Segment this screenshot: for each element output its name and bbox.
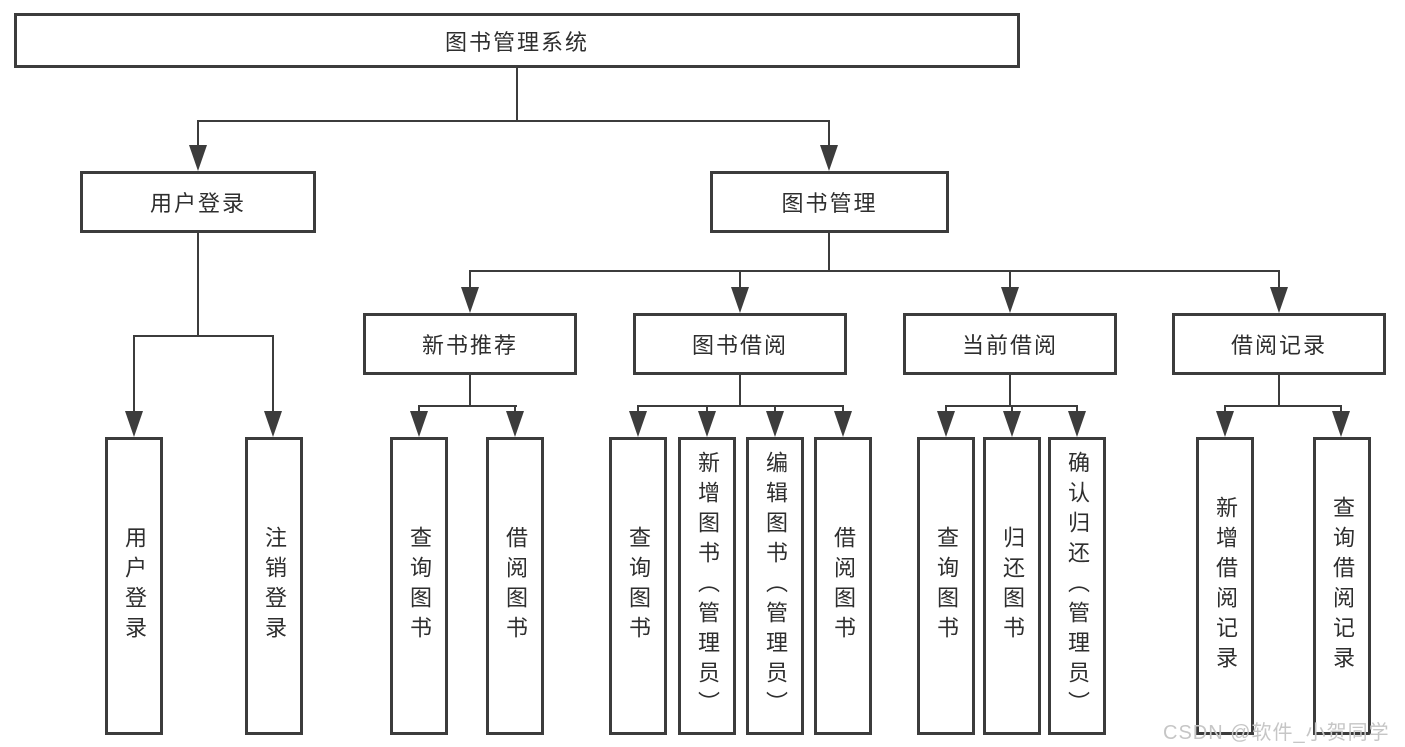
- connector-current-borrow-stem: [1009, 375, 1011, 407]
- connector-borrow-records-rail: [1224, 405, 1342, 407]
- node-book-borrow-label: 图书借阅: [691, 333, 788, 358]
- connector-to-leaf-query-rec-stem: [418, 405, 420, 415]
- connector-to-book-borrow-stem: [739, 270, 741, 291]
- connector-root-to-book-mgmt-stem: [828, 120, 830, 149]
- node-book-mgmt-label: 图书管理: [781, 191, 878, 216]
- arrow-book-mgmt: [820, 145, 838, 171]
- node-borrow-records-label: 借阅记录: [1230, 333, 1327, 358]
- arrow-leaf-borrow-book: [834, 411, 852, 437]
- leaf-add-borrow-record: 新增借阅记录: [1196, 437, 1254, 735]
- connector-to-leaf-query-record-stem: [1340, 405, 1342, 415]
- node-new-book-rec: 新书推荐: [363, 313, 577, 375]
- connector-to-leaf-query-current-stem: [945, 405, 947, 415]
- leaf-add-book-admin: 新增图书（管理员）: [678, 437, 736, 735]
- connector-to-leaf-edit-book-stem: [774, 405, 776, 415]
- leaf-confirm-return-admin: 确认归还（管理员）: [1048, 437, 1106, 735]
- connector-to-new-book-rec-stem: [469, 270, 471, 291]
- arrow-leaf-return-book: [1003, 411, 1021, 437]
- arrow-leaf-add-record: [1216, 411, 1234, 437]
- leaf-user-login: 用户登录: [105, 437, 163, 735]
- node-current-borrow-label: 当前借阅: [961, 333, 1058, 358]
- leaf-add-book-admin-label: 新增图书（管理员）: [695, 451, 720, 721]
- arrow-leaf-query-record: [1332, 411, 1350, 437]
- leaf-return-book-label: 归还图书: [1000, 526, 1025, 646]
- connector-root-rail: [197, 120, 830, 122]
- leaf-edit-book-admin-label: 编辑图书（管理员）: [763, 451, 788, 721]
- connector-user-login-stem: [197, 233, 199, 337]
- leaf-user-login-label: 用户登录: [122, 526, 147, 646]
- connector-user-login-rail: [133, 335, 274, 337]
- arrow-leaf-user-login: [125, 411, 143, 437]
- node-current-borrow: 当前借阅: [903, 313, 1117, 375]
- connector-root-stem: [516, 68, 518, 121]
- arrow-leaf-query-current: [937, 411, 955, 437]
- leaf-query-book-borrow-label: 查询图书: [626, 526, 651, 646]
- arrow-leaf-query-rec: [410, 411, 428, 437]
- leaf-query-book-current-label: 查询图书: [934, 526, 959, 646]
- connector-to-leaf-borrow-rec-stem: [514, 405, 516, 415]
- connector-book-borrow-stem: [739, 375, 741, 407]
- arrow-leaf-add-book: [698, 411, 716, 437]
- leaf-query-book-borrow: 查询图书: [609, 437, 667, 735]
- connector-book-mgmt-rail: [469, 270, 1280, 272]
- node-new-book-rec-label: 新书推荐: [421, 333, 518, 358]
- leaf-logout: 注销登录: [245, 437, 303, 735]
- leaf-confirm-return-admin-label: 确认归还（管理员）: [1065, 451, 1090, 721]
- leaf-borrow-book-borrow: 借阅图书: [814, 437, 872, 735]
- connector-to-leaf-borrow-book-stem: [842, 405, 844, 415]
- connector-to-leaf-user-login-stem: [133, 335, 135, 415]
- leaf-query-book-rec: 查询图书: [390, 437, 448, 735]
- leaf-query-borrow-record: 查询借阅记录: [1313, 437, 1371, 735]
- node-borrow-records: 借阅记录: [1172, 313, 1386, 375]
- node-root: 图书管理系统: [14, 13, 1020, 68]
- node-book-mgmt: 图书管理: [710, 171, 949, 233]
- connector-to-leaf-return-book-stem: [1011, 405, 1013, 415]
- leaf-edit-book-admin: 编辑图书（管理员）: [746, 437, 804, 735]
- leaf-query-book-rec-label: 查询图书: [407, 526, 432, 646]
- leaf-logout-label: 注销登录: [262, 526, 287, 646]
- arrow-leaf-logout: [264, 411, 282, 437]
- connector-to-leaf-logout-stem: [272, 335, 274, 415]
- leaf-return-book: 归还图书: [983, 437, 1041, 735]
- arrow-current-borrow: [1001, 287, 1019, 313]
- connector-new-book-rec-rail: [418, 405, 517, 407]
- arrow-borrow-records: [1270, 287, 1288, 313]
- connector-new-book-rec-stem: [469, 375, 471, 407]
- connector-to-current-borrow-stem: [1009, 270, 1011, 291]
- connector-to-leaf-add-book-stem: [706, 405, 708, 415]
- arrow-leaf-borrow-rec: [506, 411, 524, 437]
- connector-root-to-user-login-stem: [197, 120, 199, 149]
- arrow-leaf-edit-book: [766, 411, 784, 437]
- arrow-leaf-confirm-return: [1068, 411, 1086, 437]
- node-user-login-label: 用户登录: [149, 191, 246, 216]
- arrow-book-borrow: [731, 287, 749, 313]
- node-user-login: 用户登录: [80, 171, 316, 233]
- connector-to-leaf-confirm-return-stem: [1076, 405, 1078, 415]
- arrow-leaf-query-borrow: [629, 411, 647, 437]
- csdn-watermark: CSDN @软件_小贺同学: [1163, 722, 1390, 744]
- node-root-label: 图书管理系统: [444, 29, 589, 55]
- leaf-query-book-current: 查询图书: [917, 437, 975, 735]
- arrow-user-login: [189, 145, 207, 171]
- connector-borrow-records-stem: [1278, 375, 1280, 407]
- leaf-add-borrow-record-label: 新增借阅记录: [1213, 496, 1238, 676]
- arrow-new-book-rec: [461, 287, 479, 313]
- connector-book-mgmt-stem: [828, 233, 830, 272]
- leaf-borrow-book-rec-label: 借阅图书: [503, 526, 528, 646]
- connector-to-borrow-records-stem: [1278, 270, 1280, 291]
- connector-to-leaf-query-borrow-stem: [637, 405, 639, 415]
- leaf-query-borrow-record-label: 查询借阅记录: [1330, 496, 1355, 676]
- leaf-borrow-book-rec: 借阅图书: [486, 437, 544, 735]
- connector-to-leaf-add-record-stem: [1224, 405, 1226, 415]
- connector-book-borrow-rail: [637, 405, 844, 407]
- node-book-borrow: 图书借阅: [633, 313, 847, 375]
- leaf-borrow-book-borrow-label: 借阅图书: [831, 526, 856, 646]
